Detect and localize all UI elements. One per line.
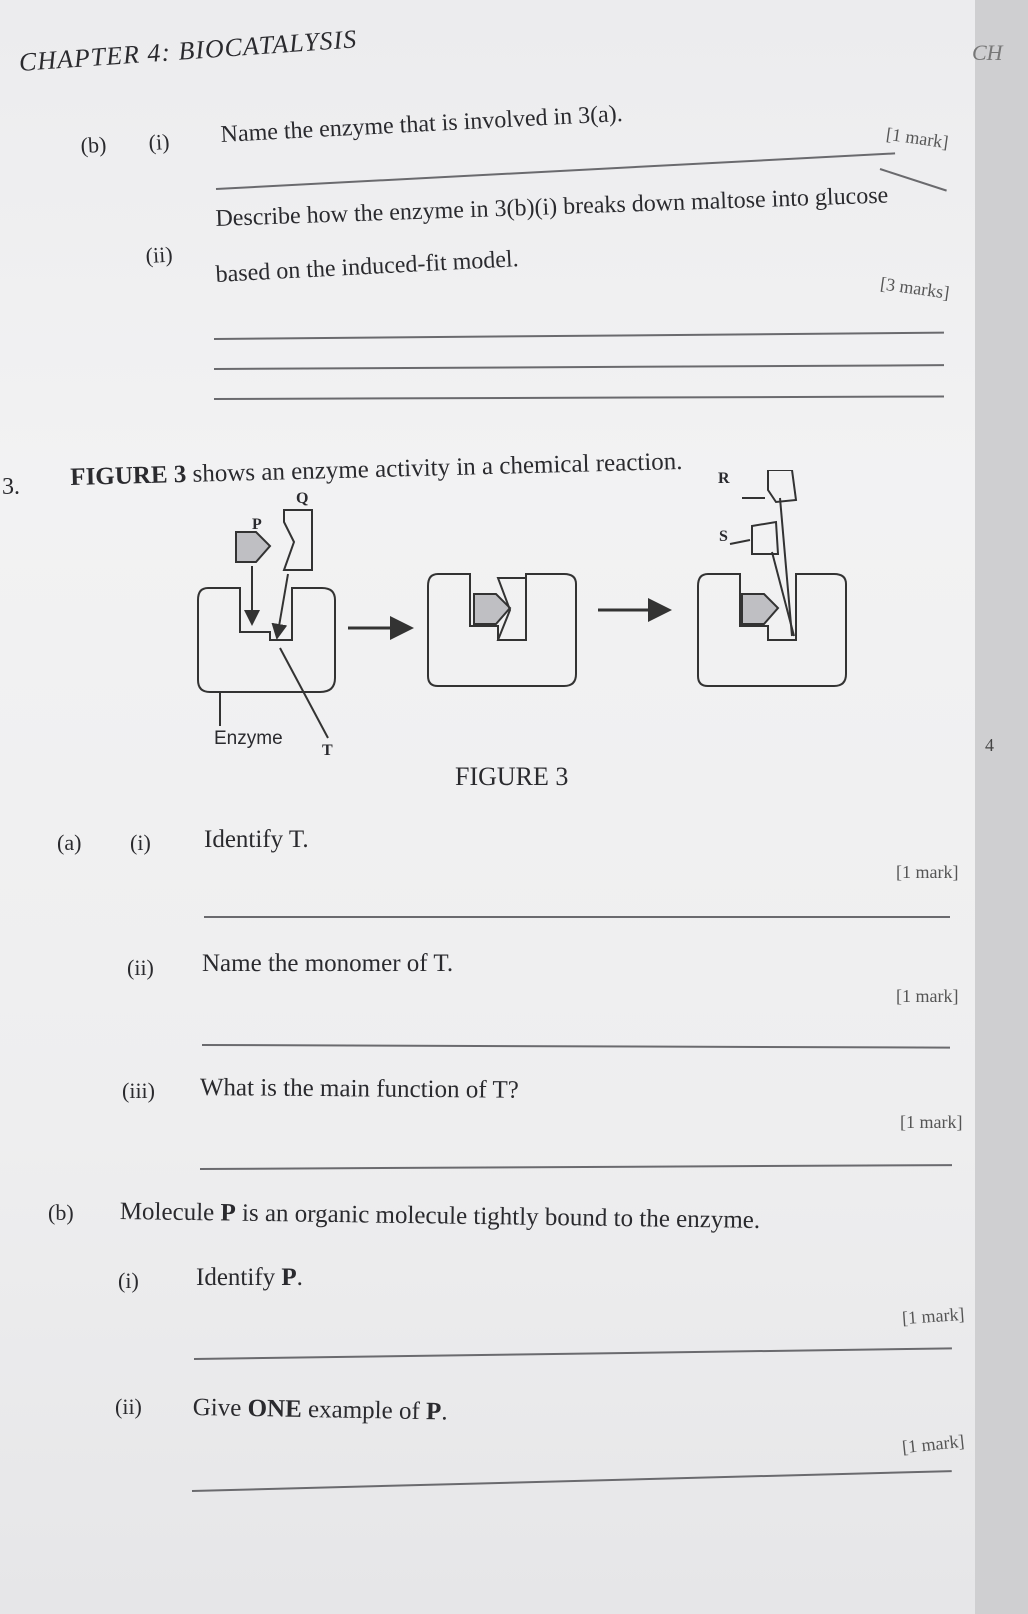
part-a-i-num: (i) xyxy=(130,830,151,855)
molecule-q xyxy=(282,509,313,571)
part-a-ii-num: (ii) xyxy=(127,955,154,980)
label-t: T xyxy=(322,742,333,759)
label-q: Q xyxy=(296,490,309,507)
exam-page xyxy=(0,0,975,1614)
label-enzyme: Enzyme xyxy=(214,728,283,749)
page-edge xyxy=(975,0,1028,1614)
part-a-iii-mark: [1 mark] xyxy=(900,1112,963,1132)
prev-b-label: (b) xyxy=(80,131,107,158)
product-r xyxy=(767,470,798,504)
question-number: 3. xyxy=(2,474,20,500)
prev-b-ii-num: (ii) xyxy=(145,241,174,268)
corner-text: CH xyxy=(972,40,1003,65)
part-a-label: (a) xyxy=(57,830,82,855)
prev-b-i-num: (i) xyxy=(148,128,171,155)
product-s xyxy=(751,520,780,555)
side-number: 4 xyxy=(985,735,994,755)
part-a-ii-text: Name the monomer of T. xyxy=(202,950,454,977)
part-b-ii-text: Give ONE example of P. xyxy=(192,1394,448,1426)
enzyme-product xyxy=(697,573,847,687)
part-b-ii-num: (ii) xyxy=(115,1394,142,1419)
enzyme-shape xyxy=(197,587,336,693)
molecule-p xyxy=(235,531,272,563)
part-a-iii-num: (iii) xyxy=(122,1078,155,1103)
figure-caption: FIGURE 3 xyxy=(455,762,569,791)
part-a-i-mark: [1 mark] xyxy=(896,862,959,882)
label-s: S xyxy=(719,528,728,545)
enzyme-substrate-complex xyxy=(427,573,577,687)
label-p: P xyxy=(252,516,262,533)
label-r: R xyxy=(718,470,730,487)
part-a-i-text: Identify T. xyxy=(204,826,309,853)
part-b-i-text: Identify P. xyxy=(196,1264,303,1291)
part-b-i-num: (i) xyxy=(118,1268,139,1293)
part-b-label: (b) xyxy=(48,1200,74,1225)
part-b-i-mark: [1 mark] xyxy=(901,1303,966,1329)
figure-3-diagram xyxy=(197,470,847,739)
part-a-ii-mark: [1 mark] xyxy=(896,986,959,1006)
part-a-iii-text: What is the main function of T? xyxy=(199,1074,519,1104)
answer-line xyxy=(204,916,950,918)
